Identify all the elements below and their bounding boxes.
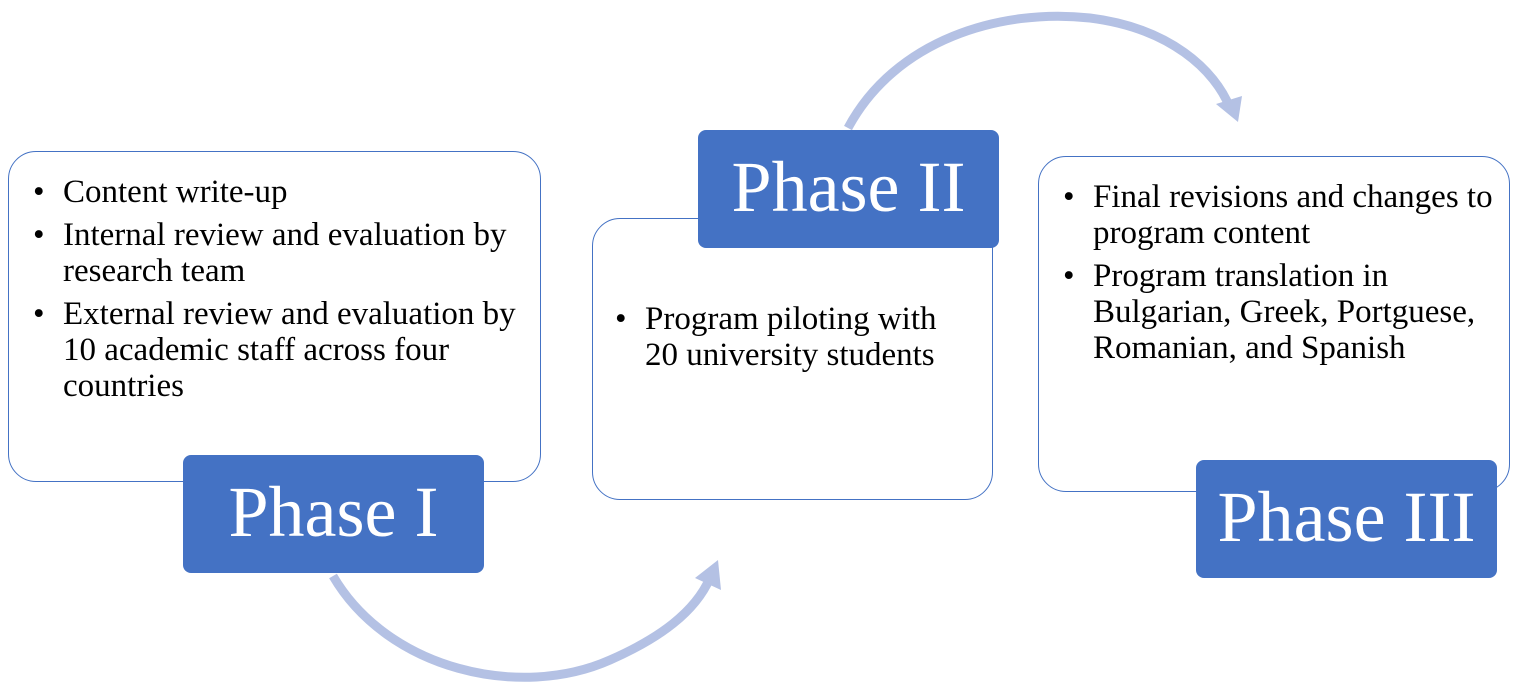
phase-1-box: Content write-up Internal review and eva… [8,151,541,482]
phase-3-label: Phase III [1196,460,1497,578]
phase-3-bullet: Program translation in Bulgarian, Greek,… [1063,258,1495,366]
phase-2-box: Program piloting with 20 university stud… [592,218,993,500]
phase-1-bullet: Content write-up [33,174,524,210]
arrowhead-phase2 [695,560,721,590]
phase-3-bullet-list: Final revisions and changes to program c… [1063,179,1495,366]
arrow-phase2-to-phase3 [844,11,1235,131]
phase-2-bullet-list: Program piloting with 20 university stud… [615,301,976,373]
phase-1-bullet: Internal review and evaluation by resear… [33,217,524,289]
phase-2-label: Phase II [698,130,999,248]
phase-1-bullet-list: Content write-up Internal review and eva… [33,174,524,404]
arrowhead-phase3 [1216,96,1242,122]
phase-3-bullet: Final revisions and changes to program c… [1063,179,1495,251]
phase-2-bullet: Program piloting with 20 university stud… [615,301,976,373]
phase-3-box: Final revisions and changes to program c… [1038,156,1510,492]
phase-1-label: Phase I [183,455,484,573]
phase-1-bullet: External review and evaluation by 10 aca… [33,296,524,404]
arrow-phase1-to-phase2 [329,573,715,682]
